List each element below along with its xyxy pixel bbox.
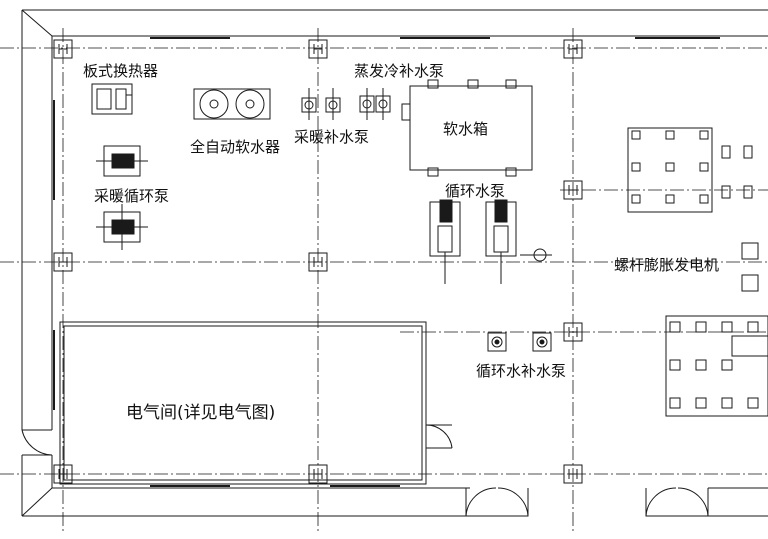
- axis-lines: [0, 28, 768, 534]
- label-plate-heat-exchanger: 板式换热器: [83, 62, 158, 80]
- label-screw-expander-generator: 螺杆膨胀发电机: [614, 256, 719, 274]
- plate-heat-exchanger: [91, 83, 133, 115]
- soft-water-tank: [401, 79, 533, 177]
- softener-tank-icon: [193, 88, 271, 120]
- label-circulating-pump: 循环水泵: [445, 182, 505, 200]
- label-heating-circ-pump: 采暖循环泵: [94, 187, 169, 205]
- electrical-room: [21, 321, 453, 485]
- label-heating-makeup-pump: 采暖补水泵: [294, 128, 369, 146]
- column-marker-icon: [53, 39, 759, 484]
- label-auto-softener: 全自动软水器: [190, 138, 280, 156]
- pump-icon: [96, 145, 148, 250]
- screw-expander-generator-2: [665, 315, 768, 417]
- pump-icon: [487, 332, 552, 352]
- outer-walls: [21, 9, 768, 517]
- pump-icon: [429, 199, 552, 284]
- pump-icon: [301, 88, 391, 120]
- door-swing-icon: [465, 487, 709, 517]
- label-soft-water-tank: 软水箱: [443, 120, 488, 138]
- label-steam-cold-makeup-pump: 蒸发冷补水泵: [354, 62, 444, 80]
- label-circ-water-makeup-pump: 循环水补水泵: [476, 362, 566, 380]
- screw-expander-generator: [627, 127, 753, 213]
- label-electrical-room: 电气间(详见电气图): [126, 403, 275, 423]
